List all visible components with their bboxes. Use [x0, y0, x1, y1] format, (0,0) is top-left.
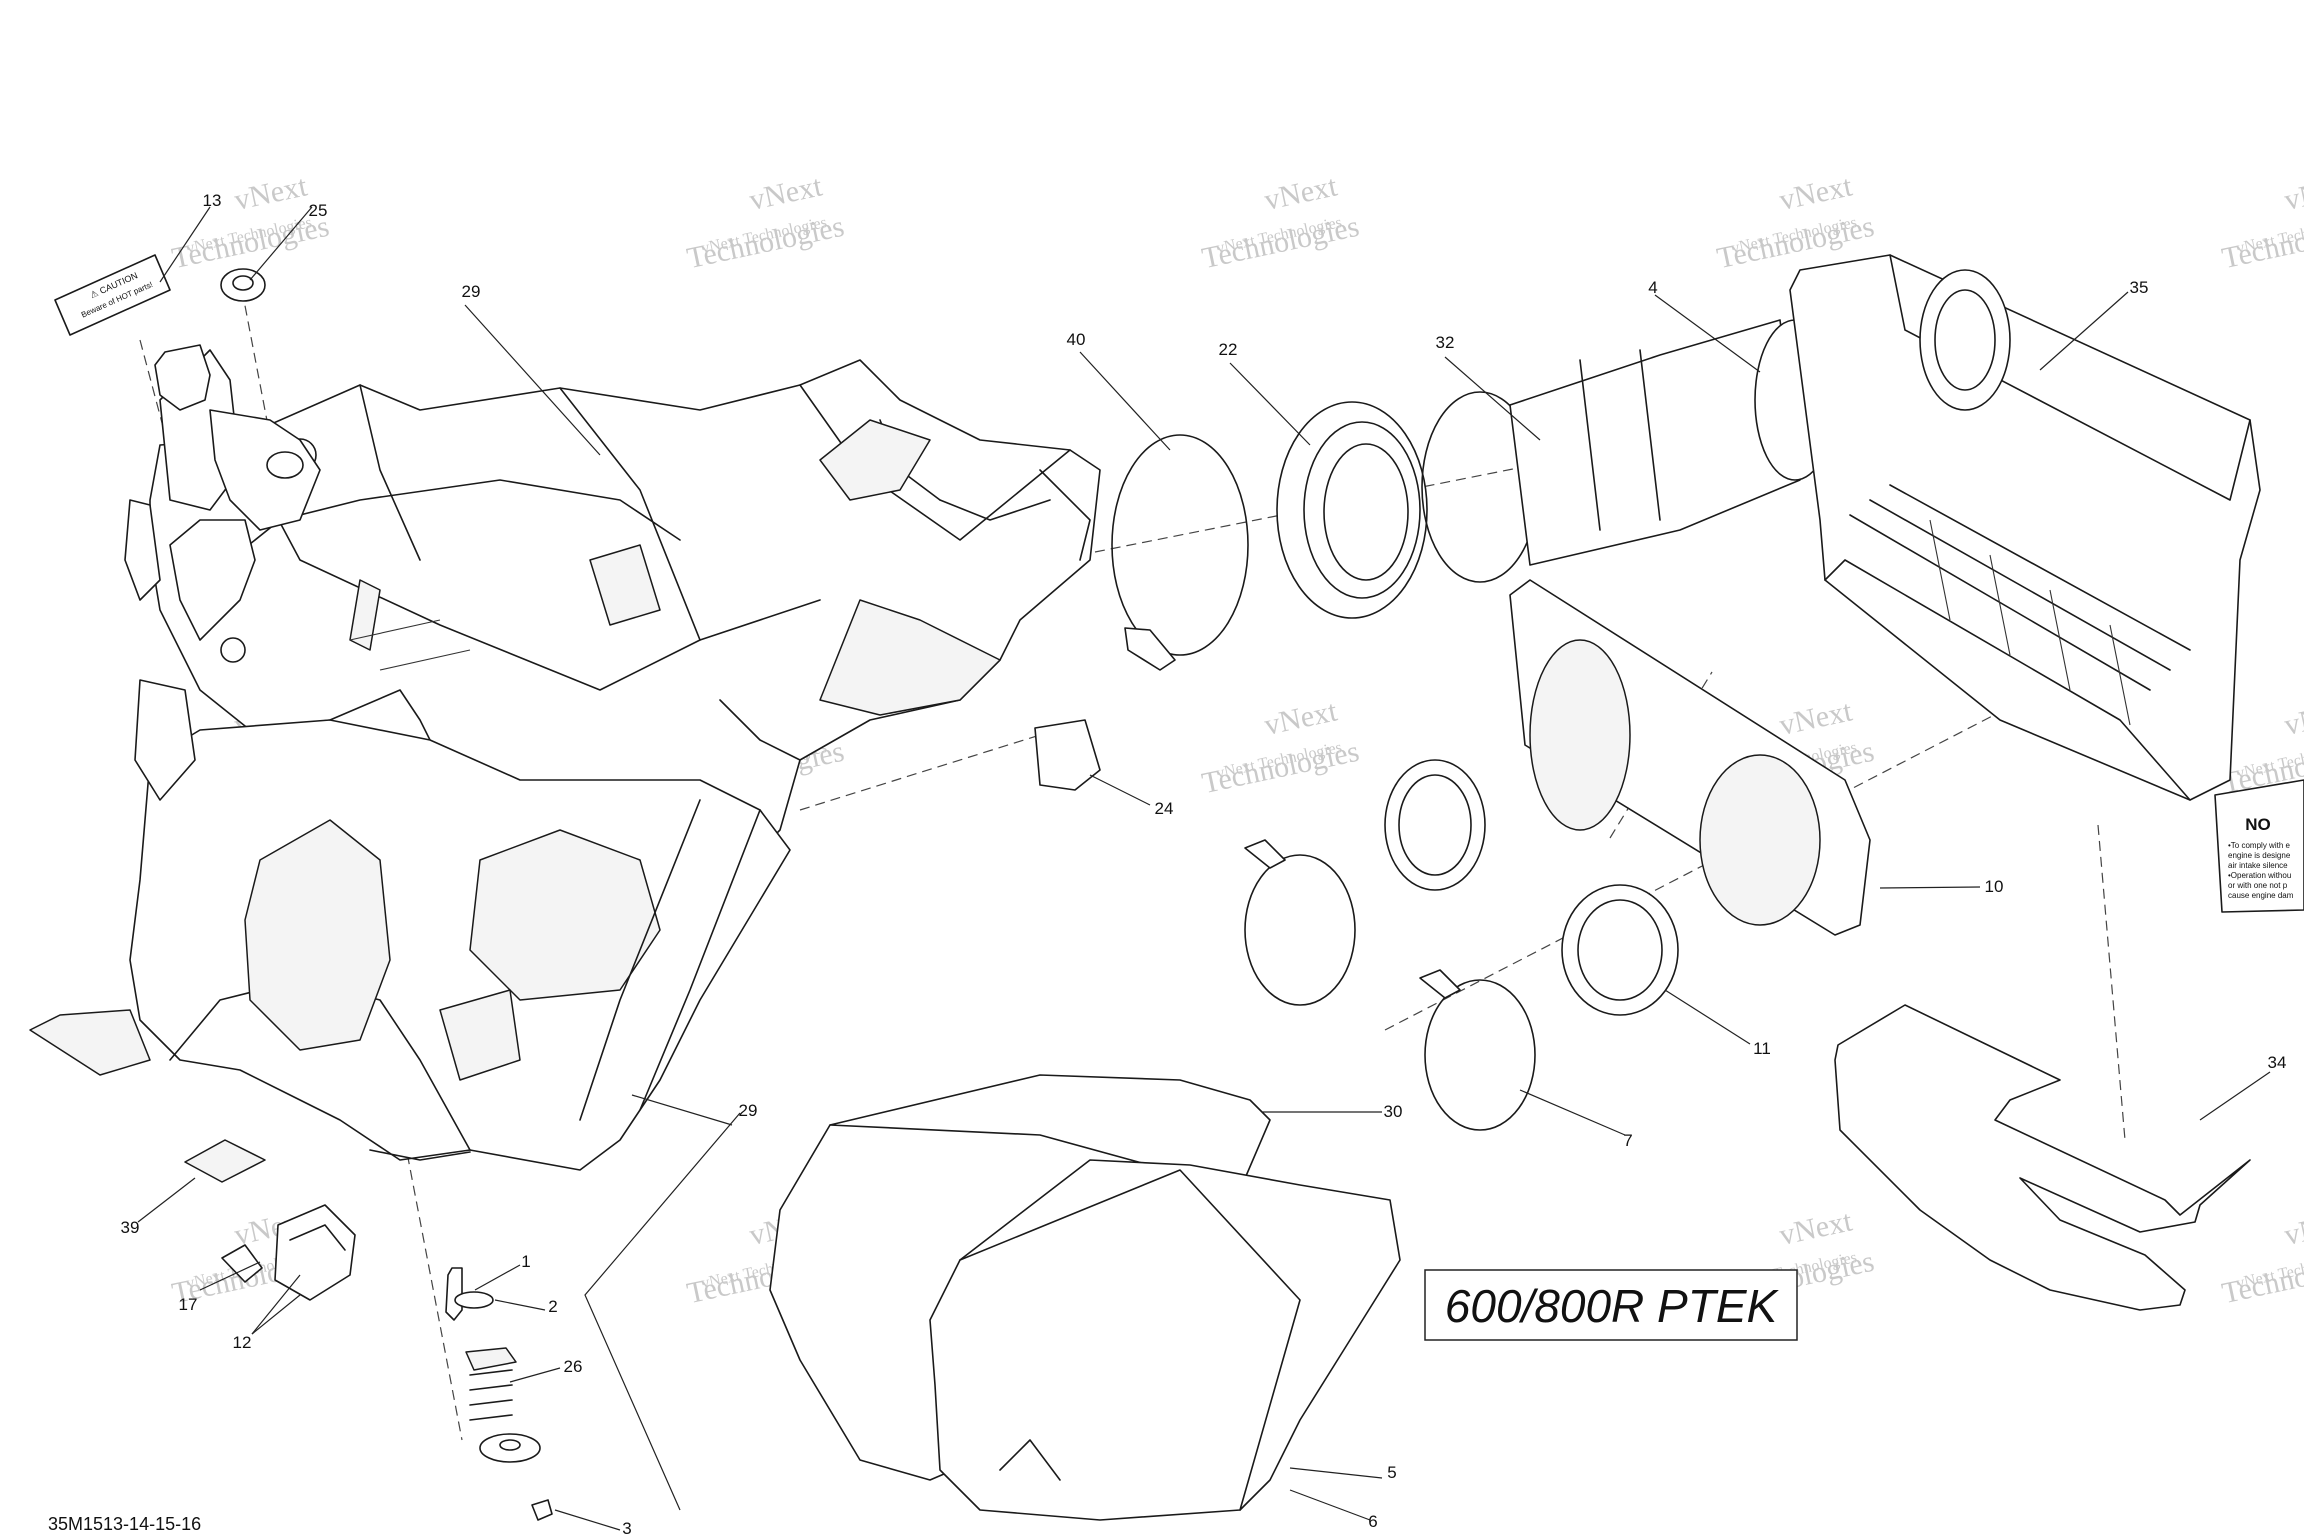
notice-line-4: •Operation withou — [2228, 871, 2291, 880]
part-number-40: 40 — [1067, 330, 1086, 349]
grommet — [220, 268, 266, 302]
watermark-text: vNext — [1261, 169, 1340, 217]
part-number-13: 13 — [203, 191, 222, 210]
part-number-7: 7 — [1623, 1131, 1632, 1150]
silencer-box: NO •To comply with e engine is designe a… — [1789, 254, 2304, 913]
notice-line-5: or with one not p — [2228, 881, 2288, 890]
part-number-39: 39 — [121, 1218, 140, 1237]
watermark-text: vNext — [1776, 169, 1855, 217]
part-number-17: 17 — [179, 1295, 198, 1314]
part-number-2: 2 — [548, 1297, 557, 1316]
part-number-4: 4 — [1648, 278, 1657, 297]
notice-line-3: air intake silence — [2228, 861, 2288, 870]
caution-label: ⚠ CAUTION Beware of HOT parts! — [54, 254, 171, 336]
drawing-code: 35M1513-14-15-16 — [48, 1514, 201, 1534]
foam-pad — [1834, 1004, 2251, 1311]
watermark-text: Technologies — [169, 210, 332, 275]
part-number-22: 22 — [1219, 340, 1238, 359]
watermark-text: vNext — [2281, 694, 2304, 742]
watermark-text: vNext — [1776, 694, 1855, 742]
part-number-5: 5 — [1387, 1463, 1396, 1482]
watermark-text: vNext — [1776, 1204, 1855, 1252]
watermark-text: Technologies — [684, 210, 847, 275]
model-label-box: 600/800R PTEK — [1424, 1269, 1798, 1341]
part-number-3: 3 — [622, 1519, 631, 1536]
notice-line-1: •To comply with e — [2228, 841, 2290, 850]
airbox-lower-housing — [29, 719, 791, 1171]
part-number-26: 26 — [564, 1357, 583, 1376]
watermark-text: Technologies — [2219, 210, 2304, 275]
part-number-12: 12 — [233, 1333, 252, 1352]
part-number-29-bottom: 29 — [739, 1101, 758, 1120]
part-number-32: 32 — [1436, 333, 1455, 352]
part-number-34: 34 — [2268, 1053, 2287, 1072]
part-number-35: 35 — [2130, 278, 2149, 297]
intake-chimney — [124, 344, 321, 801]
notice-label-title: NO — [2245, 815, 2271, 834]
watermark-text: Technologies — [1199, 735, 1362, 800]
part-number-25: 25 — [309, 201, 328, 220]
filter-cover — [769, 1074, 1401, 1521]
part-number-labels: 13 25 29 40 22 32 4 35 24 10 11 7 34 30 … — [121, 191, 2287, 1536]
part-number-29-top: 29 — [462, 282, 481, 301]
watermark-text: vNext — [746, 169, 825, 217]
part-number-30: 30 — [1384, 1102, 1403, 1121]
watermark-text: vNext — [1261, 694, 1340, 742]
watermark-text: Technologies — [1199, 210, 1362, 275]
model-label: 600/800R PTEK — [1445, 1280, 1780, 1332]
watermark-text: vNext — [2281, 169, 2304, 217]
part-number-11: 11 — [1753, 1039, 1771, 1058]
notice-line-2: engine is designe — [2228, 851, 2291, 860]
small-hardware — [184, 1139, 553, 1521]
notice-line-6: cause engine dam — [2228, 891, 2294, 900]
part-number-1: 1 — [521, 1252, 530, 1271]
leader-lines — [137, 206, 2271, 1531]
watermark-text: vNext — [231, 169, 310, 217]
part-number-10: 10 — [1985, 877, 2004, 896]
watermark-text: Technologies — [2219, 1245, 2304, 1310]
intake-ring-parts — [1034, 319, 1871, 1131]
part-number-6: 6 — [1368, 1512, 1377, 1531]
watermark-text: vNext — [2281, 1204, 2304, 1252]
part-number-24: 24 — [1155, 799, 1174, 818]
